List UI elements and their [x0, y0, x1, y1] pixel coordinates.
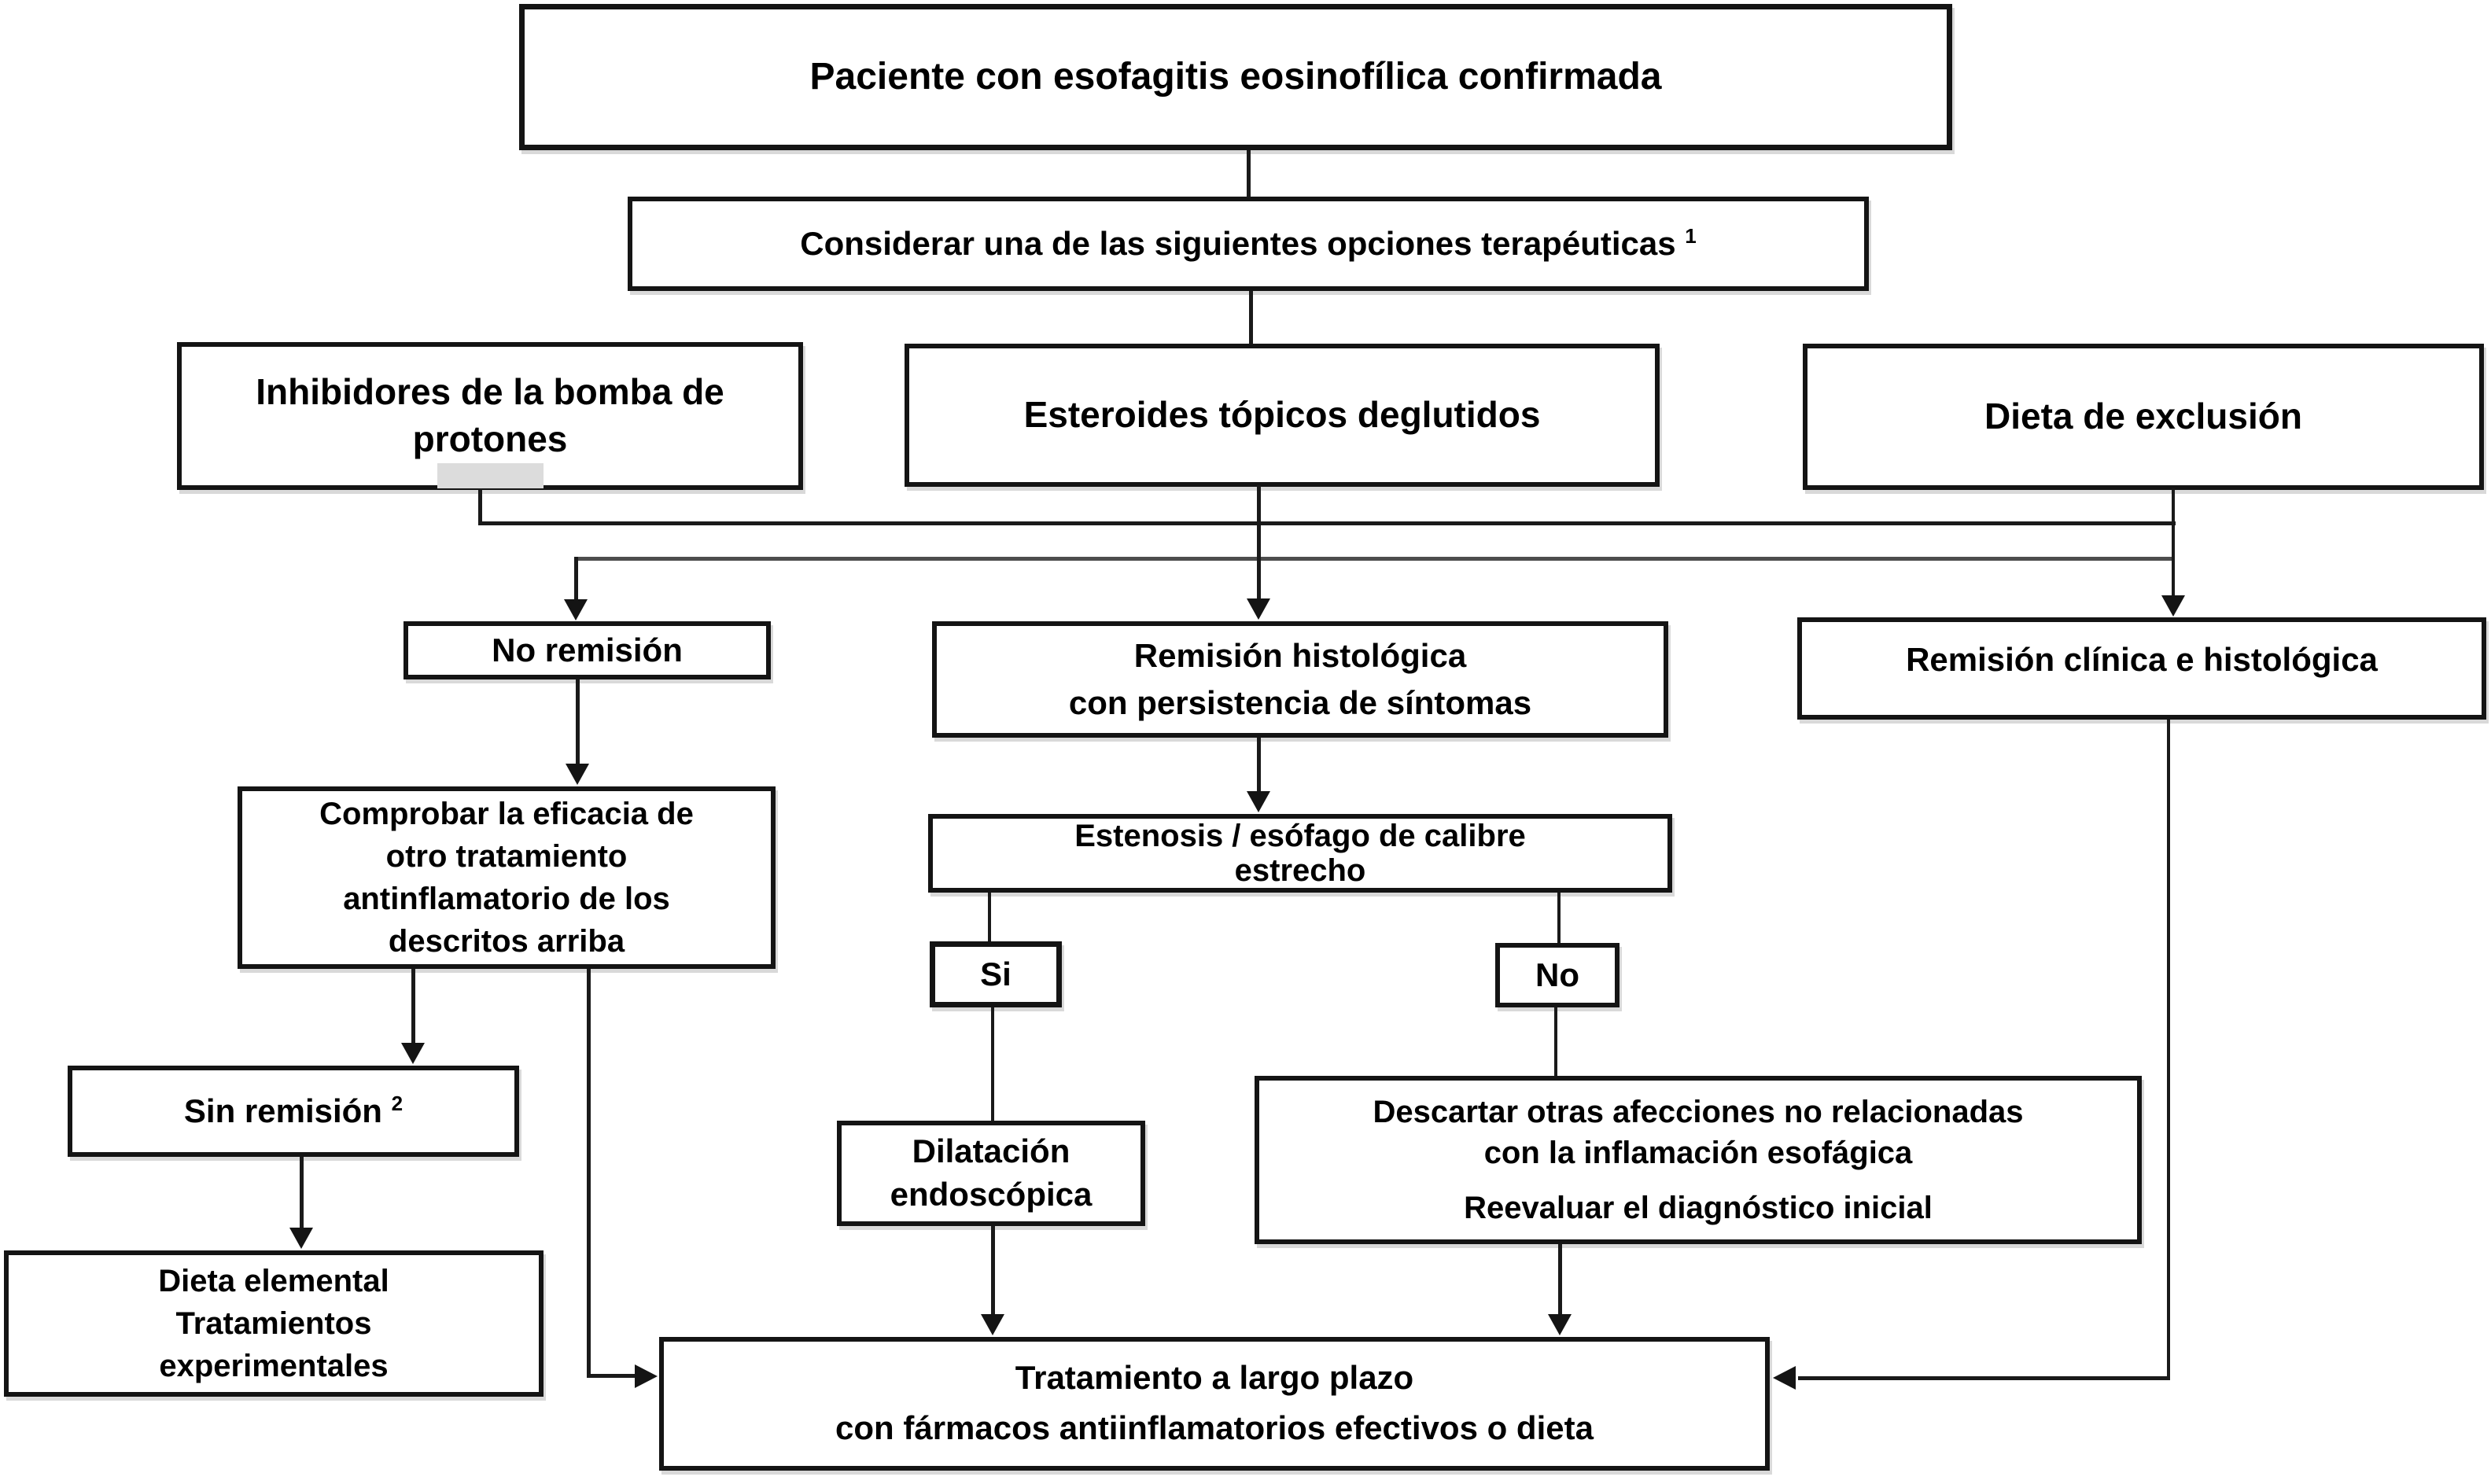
- connector-estenosis-no: [1557, 893, 1561, 943]
- node-label: Dieta de exclusión: [1984, 396, 2302, 437]
- node-estenosis-calibre-estrecho: Estenosis / esófago de calibre estrecho: [928, 814, 1672, 893]
- footnote-superscript-2: 2: [391, 1091, 403, 1115]
- node-label-line1: Tratamiento a largo plazo: [1015, 1359, 1414, 1396]
- node-label-line2: protones: [412, 418, 568, 459]
- arrowhead-into-dieta-elemental: [289, 1228, 313, 1249]
- node-label-line1: Dilatación: [912, 1132, 1070, 1170]
- connector-dilatacion-tratamiento: [991, 1226, 995, 1315]
- node-esteroides-topicos: Esteroides tópicos deglutidos: [905, 344, 1660, 487]
- node-label-line1: Descartar otras afecciones no relacionad…: [1373, 1095, 2024, 1129]
- connector-upper-bus: [478, 521, 2176, 525]
- connector-paciente-considerar: [1247, 150, 1251, 197]
- node-descartar-otras-afecciones: Descartar otras afecciones no relacionad…: [1255, 1076, 2142, 1244]
- node-considerar-opciones: Considerar una de las siguientes opcione…: [628, 197, 1869, 291]
- node-sin-remision: Sin remisión 2: [68, 1066, 519, 1157]
- node-label-line2: estrecho: [1234, 853, 1366, 888]
- node-label: Esteroides tópicos deglutidos: [1023, 394, 1541, 436]
- node-dieta-elemental-experimentales: Dieta elemental Tratamientos experimenta…: [4, 1250, 544, 1397]
- arrowhead-into-sin-remision: [401, 1043, 425, 1064]
- connector-no-descartar: [1554, 1007, 1557, 1076]
- arrowhead-into-no-remision: [564, 599, 588, 620]
- node-label: Si: [980, 955, 1012, 992]
- node-label: No: [1535, 956, 1579, 993]
- node-comprobar-eficacia: Comprobar la eficacia de otro tratamient…: [238, 786, 776, 969]
- node-label-line3: antinflamatorio de los: [343, 882, 670, 916]
- node-label-line2: otro tratamiento: [385, 839, 628, 874]
- node-label-line1: Remisión histológica: [1133, 636, 1467, 674]
- node-label-line4: descritos arriba: [388, 924, 625, 959]
- node-tratamiento-largo-plazo: Tratamiento a largo plazo con fármacos a…: [659, 1337, 1770, 1471]
- node-label-line1: Inhibidores de la bomba de: [256, 371, 724, 413]
- arrowhead-dilatacion-into-tratamiento: [981, 1314, 1004, 1335]
- node-dilatacion-endoscopica: Dilatación endoscópica: [837, 1121, 1145, 1226]
- node-inhibidores-bomba-protones: Inhibidores de la bomba de protones: [177, 342, 803, 490]
- connector-esteroides-remision-hist: [1257, 485, 1261, 602]
- arrowhead-into-remision-clinica: [2161, 595, 2185, 617]
- highlight-artifact: [437, 463, 544, 488]
- connector-sin-remision-dieta-elemental: [300, 1157, 304, 1229]
- node-dieta-exclusion: Dieta de exclusión: [1803, 344, 2484, 490]
- node-no-remision: No remisión: [403, 621, 771, 679]
- node-label-line1: Estenosis / esófago de calibre: [1074, 819, 1526, 853]
- node-label-text: Considerar una de las siguientes opcione…: [800, 224, 1676, 262]
- connector-bus-no-remision: [574, 557, 578, 600]
- connector-comprobar-tratamiento-horizontal: [587, 1374, 636, 1378]
- node-remision-histologica: Remisión histológica con persistencia de…: [932, 621, 1668, 738]
- node-label-line2: con fármacos antiinflamatorios efectivos…: [835, 1409, 1594, 1446]
- connector-remision-clin-tratamiento-horizontal: [1798, 1376, 2169, 1380]
- node-label: Sin remisión 2: [72, 1091, 514, 1132]
- connector-dieta-exclusion-remision-clin: [2172, 488, 2175, 600]
- connector-comprobar-sin-remision: [411, 969, 415, 1044]
- connector-no-remision-comprobar: [576, 679, 580, 764]
- node-si: Si: [930, 941, 1062, 1007]
- node-label-line1: Dieta elemental: [158, 1264, 389, 1298]
- connector-considerar-esteroides: [1249, 291, 1253, 344]
- connector-comprobar-tratamiento-vertical: [587, 969, 591, 1378]
- node-label: Paciente con esofagitis eosinofílica con…: [809, 56, 1662, 98]
- node-label-line1: Comprobar la eficacia de: [319, 797, 694, 831]
- node-label: No remisión: [492, 631, 683, 668]
- node-no: No: [1495, 943, 1620, 1007]
- arrowhead-into-remision-histologica: [1247, 598, 1270, 620]
- node-label: Remisión clínica e histológica: [1906, 641, 2378, 678]
- node-label-line2: con la inflamación esofágica: [1483, 1136, 1913, 1170]
- connector-descartar-tratamiento: [1558, 1244, 1562, 1315]
- node-label-line2: Tratamientos: [175, 1306, 372, 1341]
- node-label-line2: endoscópica: [890, 1176, 1093, 1213]
- node-remision-clinica-histologica: Remisión clínica e histológica: [1797, 617, 2486, 720]
- arrowhead-descartar-into-tratamiento: [1548, 1314, 1572, 1335]
- node-label-line2: con persistencia de síntomas: [1068, 683, 1532, 721]
- node-label-line3: experimentales: [159, 1349, 389, 1383]
- node-label-line3: Reevaluar el diagnóstico inicial: [1464, 1191, 1933, 1225]
- node-paciente-confirmado: Paciente con esofagitis eosinofílica con…: [519, 4, 1952, 150]
- connector-remision-clin-tratamiento-vertical: [2167, 720, 2170, 1380]
- footnote-superscript-1: 1: [1685, 223, 1697, 248]
- connector-si-dilatacion: [991, 1007, 994, 1121]
- connector-remision-hist-estenosis: [1257, 738, 1261, 796]
- connector-lower-bus: [574, 557, 2175, 561]
- arrowhead-into-tratamiento-left: [635, 1364, 658, 1388]
- arrowhead-into-estenosis: [1247, 791, 1270, 812]
- arrowhead-into-tratamiento-right: [1773, 1366, 1796, 1390]
- node-label: Considerar una de las siguientes opcione…: [632, 223, 1864, 265]
- connector-ibp-drop: [478, 488, 482, 525]
- arrowhead-into-comprobar: [566, 764, 589, 785]
- connector-estenosis-si: [988, 893, 991, 941]
- node-label-text: Sin remisión: [183, 1092, 382, 1129]
